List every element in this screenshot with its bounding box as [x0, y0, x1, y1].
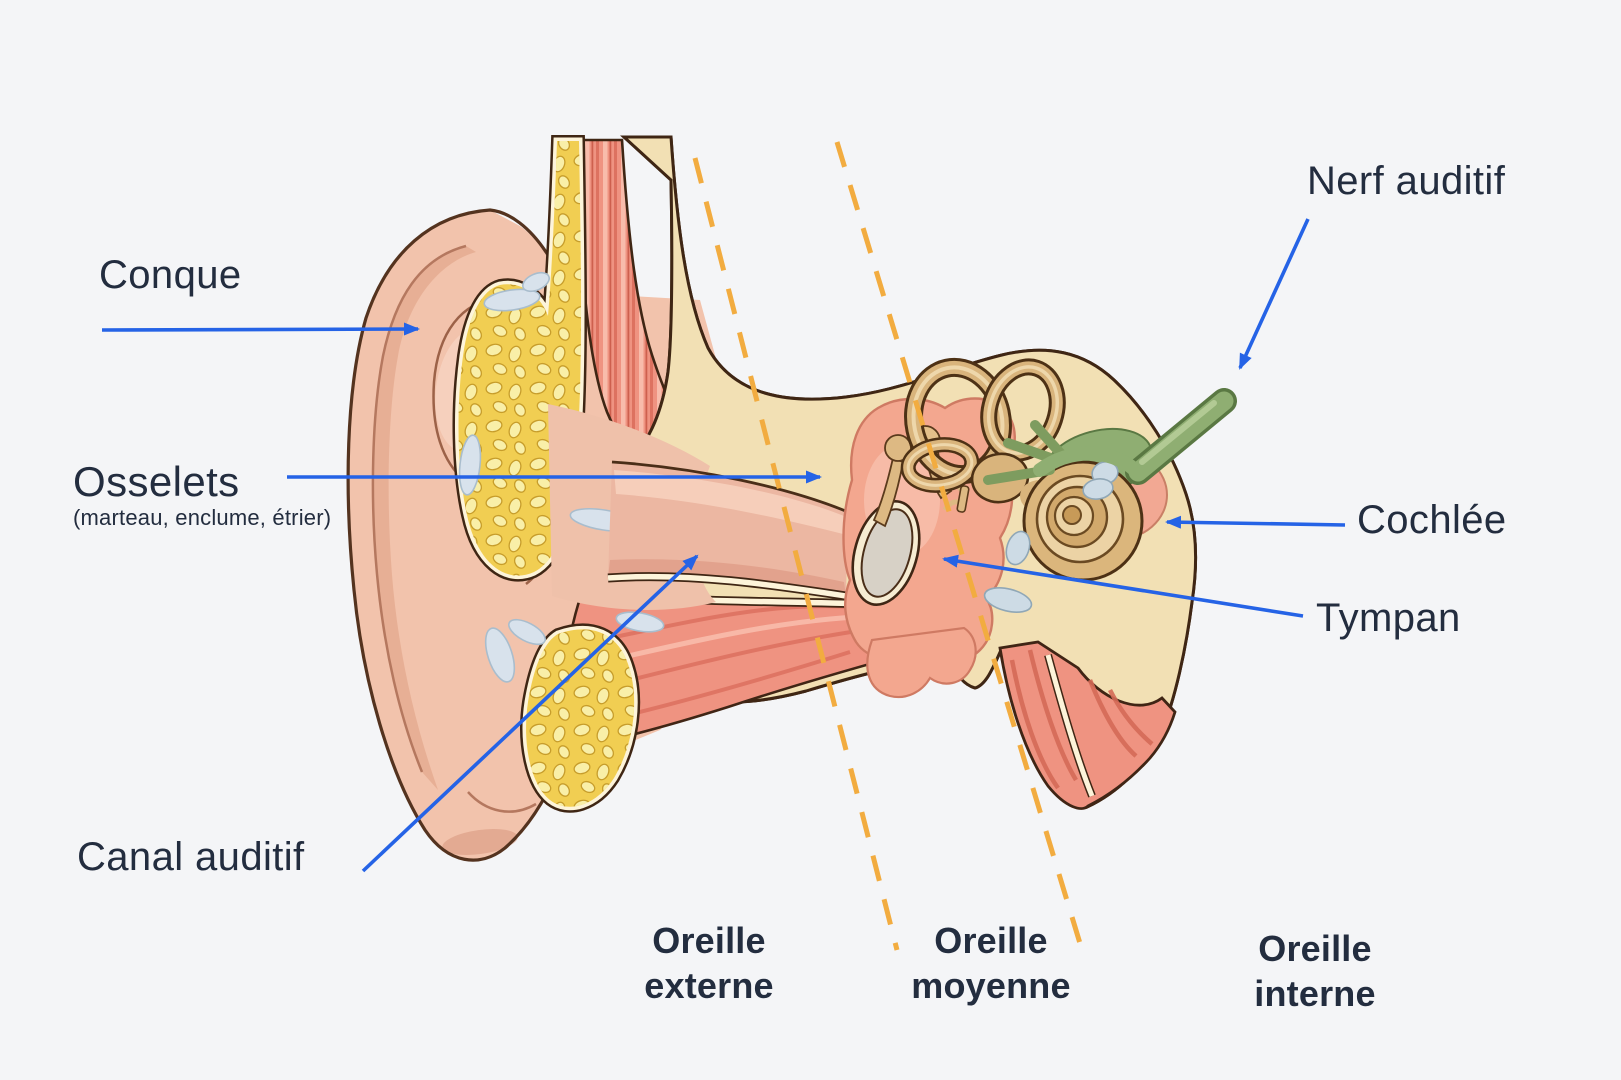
- leader-canal: [361, 554, 699, 873]
- label-canal-auditif: Canal auditif: [77, 835, 305, 879]
- cochlea: [1022, 460, 1144, 582]
- leader-nerf: [1238, 218, 1310, 370]
- label-tympan: Tympan: [1316, 596, 1461, 640]
- leader-cochlee: [1165, 515, 1346, 529]
- region-dividers: [692, 141, 1085, 951]
- leader-arrows: [101, 218, 1346, 873]
- region-label-oreille-moyenne: Oreille moyenne: [911, 918, 1070, 1008]
- region-label-oreille-externe: Oreille externe: [644, 918, 773, 1008]
- label-osselets: Osselets: [73, 458, 240, 505]
- region-line: externe: [644, 965, 774, 1006]
- label-cochlee: Cochlée: [1357, 498, 1507, 542]
- divider-externe-moyenne: [692, 157, 900, 951]
- cartilage-fat-lower: [510, 615, 645, 825]
- inner-ear: [900, 357, 1237, 613]
- leader-conque: [101, 322, 420, 336]
- oval-window-cartilage: [983, 461, 1119, 613]
- ear-canal: [607, 460, 849, 601]
- region-label-oreille-interne: Oreille interne: [1254, 926, 1375, 1016]
- region-line: interne: [1254, 973, 1376, 1014]
- region-line: Oreille: [934, 920, 1048, 961]
- tympanic-membrane: [851, 500, 921, 606]
- leader-tympan: [942, 554, 1304, 618]
- region-line: moyenne: [911, 965, 1071, 1006]
- neck-muscle-bundle: [998, 640, 1177, 810]
- label-nerf-auditif: Nerf auditif: [1307, 159, 1506, 203]
- divider-moyenne-interne: [834, 141, 1085, 951]
- auditory-nerve: [983, 388, 1237, 485]
- semicircular-canals: [900, 357, 1066, 493]
- label-osselets-detail: (marteau, enclume, étrier): [73, 505, 332, 530]
- region-line: Oreille: [652, 920, 766, 961]
- region-line: Oreille: [1258, 928, 1372, 969]
- label-conque: Conque: [99, 253, 242, 297]
